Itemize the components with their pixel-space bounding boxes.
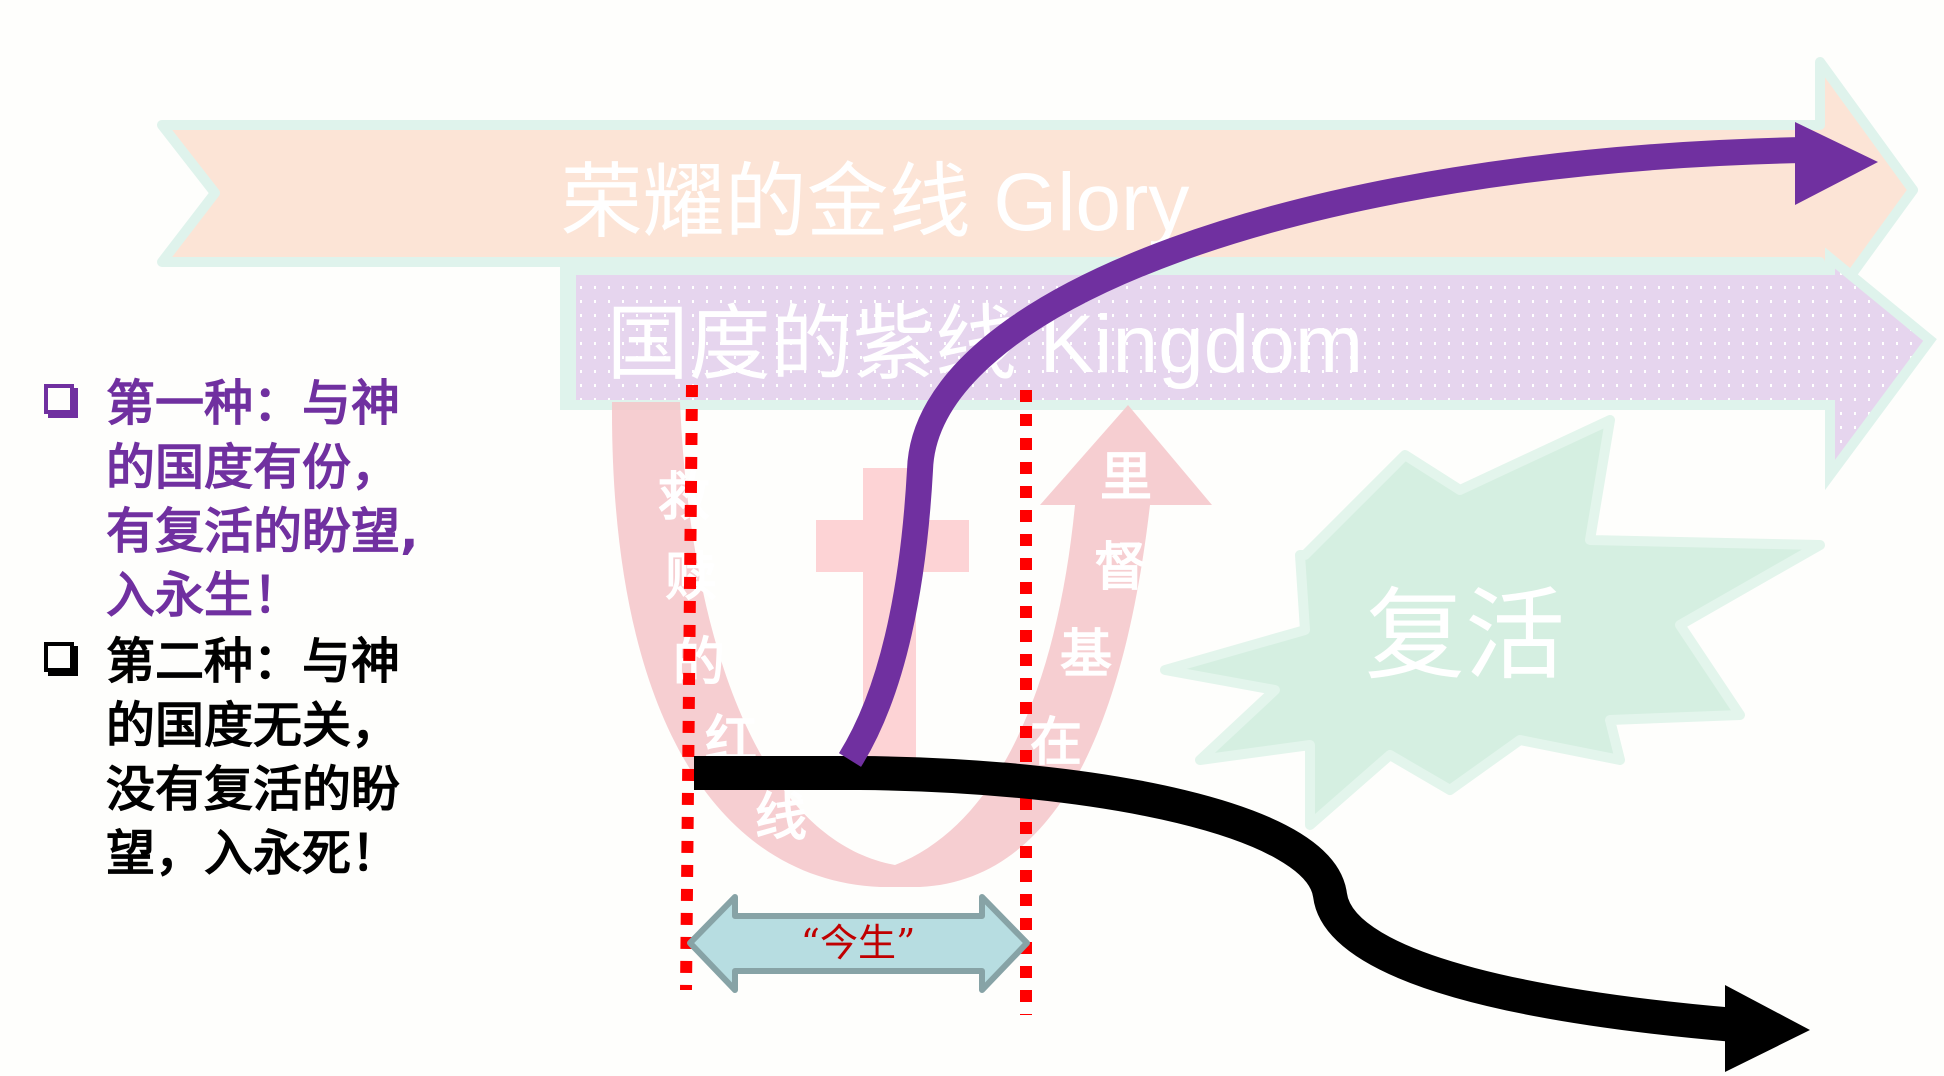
- glory-label: 荣耀的金线 Glory: [561, 157, 1190, 248]
- bullet-line: 望，入永死！: [106, 825, 401, 882]
- checkbox-bullet-icon: [44, 642, 74, 672]
- starburst-label: 复活: [1365, 577, 1565, 694]
- bullet-line: 第一种：与神: [106, 375, 401, 432]
- this-life-double-arrow: “今生”: [687, 894, 1030, 993]
- label-char: 在: [1030, 713, 1082, 773]
- bullet-second-kind: 第二种：与神 的国度无关， 没有复活的盼 望，入永死！: [44, 630, 464, 886]
- label-char: 的: [673, 633, 725, 693]
- kingdom-path-arrow: [838, 122, 1878, 767]
- label-char: 里: [1100, 448, 1152, 508]
- bullet-line: 的国度有份，: [106, 439, 401, 496]
- christ-label: 里 督 基 在: [1030, 448, 1152, 773]
- label-char: 基: [1060, 625, 1112, 685]
- bullet-line: 有复活的盼望,: [106, 503, 419, 560]
- death-path-arrow: [694, 756, 1810, 1072]
- cross-icon: [816, 468, 969, 760]
- label-char: 线: [755, 788, 807, 848]
- bullet-line: 第二种：与神: [106, 633, 401, 690]
- label-char: 督: [1094, 538, 1146, 598]
- this-life-label: “今生”: [801, 921, 916, 965]
- bullet-first-kind: 第一种：与神 的国度有份， 有复活的盼望, 入永生！: [44, 372, 464, 628]
- left-dotted-boundary: [680, 384, 698, 991]
- bullet-line: 没有复活的盼: [106, 761, 401, 818]
- bullet-line: 入永生！: [106, 567, 303, 624]
- label-char: 救: [658, 468, 710, 528]
- resurrection-starburst: 复活: [1160, 415, 1825, 830]
- checkbox-bullet-icon: [44, 384, 74, 414]
- bullet-line: 的国度无关，: [106, 697, 401, 754]
